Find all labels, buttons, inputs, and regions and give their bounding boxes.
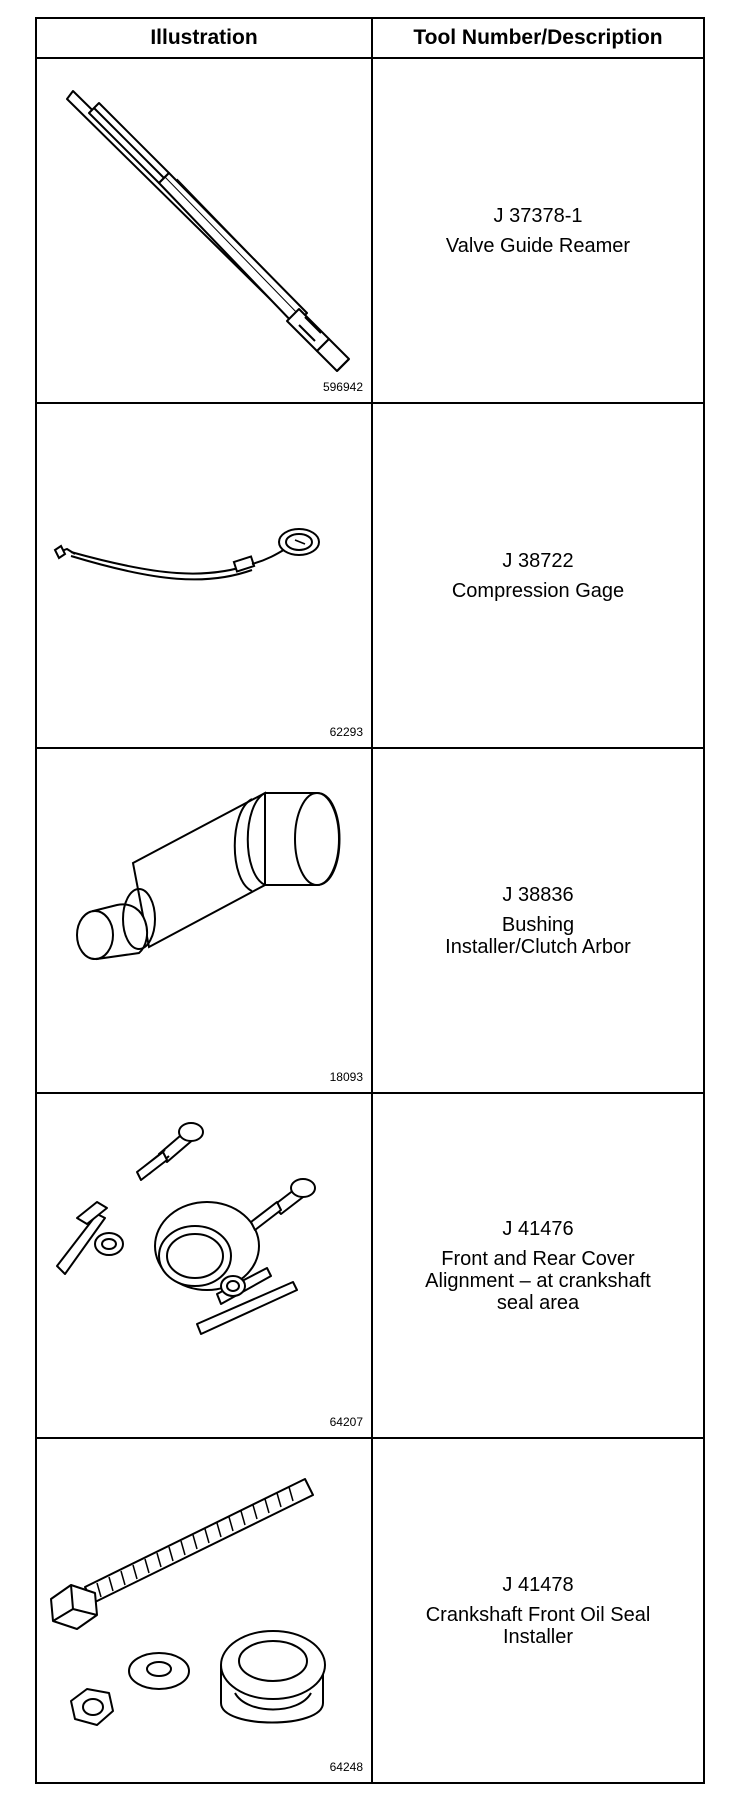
illustration-cell: 64248 — [35, 1437, 373, 1784]
tool-number: J 41476 — [502, 1217, 574, 1240]
figure-id: 64207 — [329, 1415, 363, 1429]
tool-description: Front and Rear Cover Alignment – at cran… — [425, 1247, 651, 1314]
table-row: 64248 J 41478 Crankshaft Front Oil Seal … — [35, 1437, 705, 1784]
tool-number: J 41478 — [502, 1573, 574, 1596]
description-cell: J 38836 Bushing Installer/Clutch Arbor — [371, 747, 705, 1094]
oil-seal-installer-icon — [50, 1478, 326, 1726]
tool-description: Crankshaft Front Oil Seal Installer — [425, 1603, 651, 1648]
table-row: 64207 J 41476 Front and Rear Cover Align… — [35, 1092, 705, 1439]
figure-id: 596942 — [322, 380, 363, 394]
description-cell: J 38722 Compression Gage — [371, 402, 705, 749]
compression-gage-icon — [53, 528, 320, 581]
table-row: 596942 J 37378-1 Valve Guide Reamer — [35, 57, 705, 404]
description-cell: J 41476 Front and Rear Cover Alignment –… — [371, 1092, 705, 1439]
tool-description: Valve Guide Reamer — [445, 234, 631, 257]
tool-number: J 38722 — [502, 549, 574, 572]
header-illustration: Illustration — [35, 17, 373, 59]
table-row: 18093 J 38836 Bushing Installer/Clutch A… — [35, 747, 705, 1094]
description-cell: J 37378-1 Valve Guide Reamer — [371, 57, 705, 404]
tool-number: J 37378-1 — [493, 204, 583, 227]
illustration-cell: 18093 — [35, 747, 373, 1094]
valve-guide-reamer-icon — [66, 90, 350, 372]
bushing-installer-icon — [76, 791, 341, 961]
table-row: 62293 J 38722 Compression Gage — [35, 402, 705, 749]
header-tool-description: Tool Number/Description — [371, 17, 705, 59]
tool-description: Bushing Installer/Clutch Arbor — [445, 913, 631, 958]
header-row: Illustration Tool Number/Description — [35, 17, 705, 59]
tool-number: J 38836 — [502, 883, 574, 906]
figure-id: 62293 — [329, 725, 363, 739]
illustration-cell: 64207 — [35, 1092, 373, 1439]
figure-id: 18093 — [329, 1070, 363, 1084]
description-cell: J 41478 Crankshaft Front Oil Seal Instal… — [371, 1437, 705, 1784]
tool-description: Compression Gage — [451, 579, 625, 602]
cover-alignment-icon — [56, 1122, 316, 1335]
illustration-cell: 596942 — [35, 57, 373, 404]
tool-table: Illustration Tool Number/Description — [35, 17, 705, 1784]
figure-id: 64248 — [329, 1760, 363, 1774]
illustration-cell: 62293 — [35, 402, 373, 749]
